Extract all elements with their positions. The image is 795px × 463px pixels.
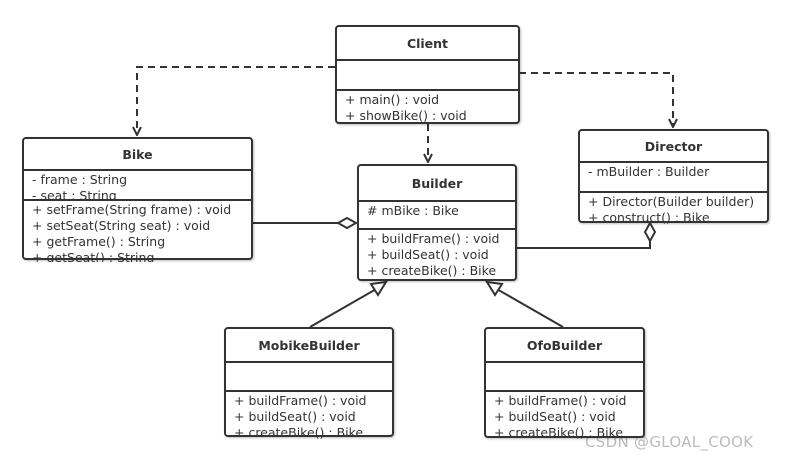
attribute: - seat : String bbox=[32, 188, 117, 199]
dependency-client-bike bbox=[137, 66, 335, 135]
method: + main() : void bbox=[345, 92, 440, 107]
class-bike[interactable]: Bike- frame : String- seat : String+ set… bbox=[22, 137, 253, 262]
method: + buildFrame() : void bbox=[234, 393, 367, 408]
attribute: - frame : String bbox=[32, 172, 128, 187]
aggregation-builder-director bbox=[516, 241, 651, 249]
attributes-section: - frame : String- seat : String bbox=[24, 169, 251, 199]
class-title: Director bbox=[644, 138, 703, 154]
class-mobike[interactable]: MobikeBuilder + buildFrame() : void+ buil… bbox=[224, 327, 394, 439]
aggregation-diamond-icon bbox=[335, 216, 359, 230]
method: + buildSeat() : void bbox=[367, 247, 489, 262]
methods-section: + buildFrame() : void+ buildSeat() : voi… bbox=[486, 390, 643, 440]
generalization-triangle-icon bbox=[369, 280, 388, 297]
class-ofo[interactable]: OfoBuilder + buildFrame() : void+ buildSe… bbox=[484, 327, 645, 440]
attributes-section bbox=[486, 361, 643, 390]
generalization-mobike-builder bbox=[309, 287, 379, 328]
method: + Director(Builder builder) bbox=[588, 194, 755, 209]
class-title: Client bbox=[406, 35, 449, 51]
attributes-section bbox=[337, 59, 518, 89]
method: + buildSeat() : void bbox=[234, 409, 356, 424]
methods-section: + main() : void+ showBike() : void bbox=[337, 89, 518, 126]
attributes-section: # mBike : Bike bbox=[359, 200, 515, 228]
class-title: Bike bbox=[122, 146, 153, 162]
method: + setFrame(String frame) : void bbox=[32, 202, 232, 217]
attributes-section: - mBuilder : Builder bbox=[580, 161, 767, 191]
method: + createBike() : Bike bbox=[234, 425, 364, 439]
class-director[interactable]: Director - mBuilder : Builder + Director(B… bbox=[578, 129, 769, 225]
attribute: # mBike : Bike bbox=[367, 203, 459, 218]
method: + buildFrame() : void bbox=[367, 231, 500, 246]
methods-section: + setFrame(String frame) : void+ setSeat… bbox=[24, 199, 251, 262]
class-title: OfoBuilder bbox=[526, 337, 603, 353]
method: + buildFrame() : void bbox=[494, 393, 627, 408]
method: + showBike() : void bbox=[345, 108, 467, 123]
method: + buildSeat() : void bbox=[494, 409, 616, 424]
method: + setSeat(String seat) : void bbox=[32, 218, 211, 233]
attribute: - mBuilder : Builder bbox=[588, 164, 710, 179]
class-client[interactable]: Client + main() : void+ showBike() : void bbox=[335, 25, 520, 124]
aggregation-diamond-icon bbox=[643, 220, 657, 244]
attributes-section bbox=[226, 361, 392, 390]
class-title: Builder bbox=[411, 175, 463, 191]
method: + construct() : Bike bbox=[588, 210, 710, 225]
methods-section: + buildFrame() : void+ buildSeat() : voi… bbox=[359, 228, 515, 283]
method: + getSeat() : String bbox=[32, 250, 155, 262]
methods-section: + buildFrame() : void+ buildSeat() : voi… bbox=[226, 390, 392, 439]
generalization-triangle-icon bbox=[485, 280, 504, 297]
class-title: MobikeBuilder bbox=[258, 337, 360, 353]
class-builder[interactable]: Builder # mBike : Bike + buildFrame() : vo… bbox=[357, 164, 517, 281]
method: + createBike() : Bike bbox=[367, 263, 497, 278]
generalization-ofo-builder bbox=[494, 287, 564, 328]
methods-section: + Director(Builder builder)+ construct()… bbox=[580, 191, 767, 225]
dependency-client-director bbox=[519, 72, 673, 127]
method: + createBike() : Bike bbox=[494, 425, 624, 440]
method: + getFrame() : String bbox=[32, 234, 166, 249]
